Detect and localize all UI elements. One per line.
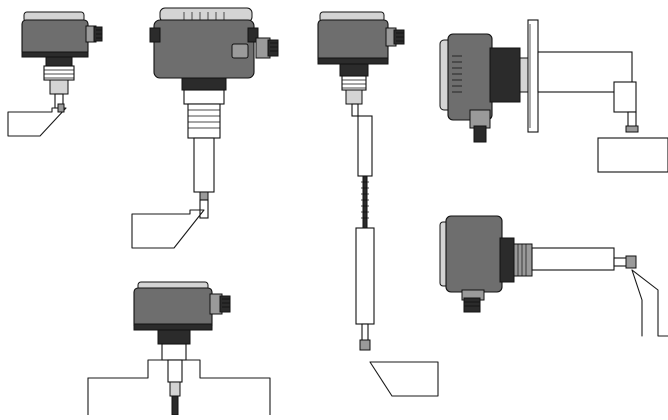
variant-side-horizontal-mount <box>439 215 668 337</box>
variant-aluminum-housing-extension <box>131 7 279 249</box>
variant-cable-extension <box>317 11 439 397</box>
variant-compact-thread-mount <box>7 11 103 137</box>
variant-side-flange-mount <box>439 19 668 173</box>
variant-top-pipe-socket-mount <box>87 281 271 416</box>
